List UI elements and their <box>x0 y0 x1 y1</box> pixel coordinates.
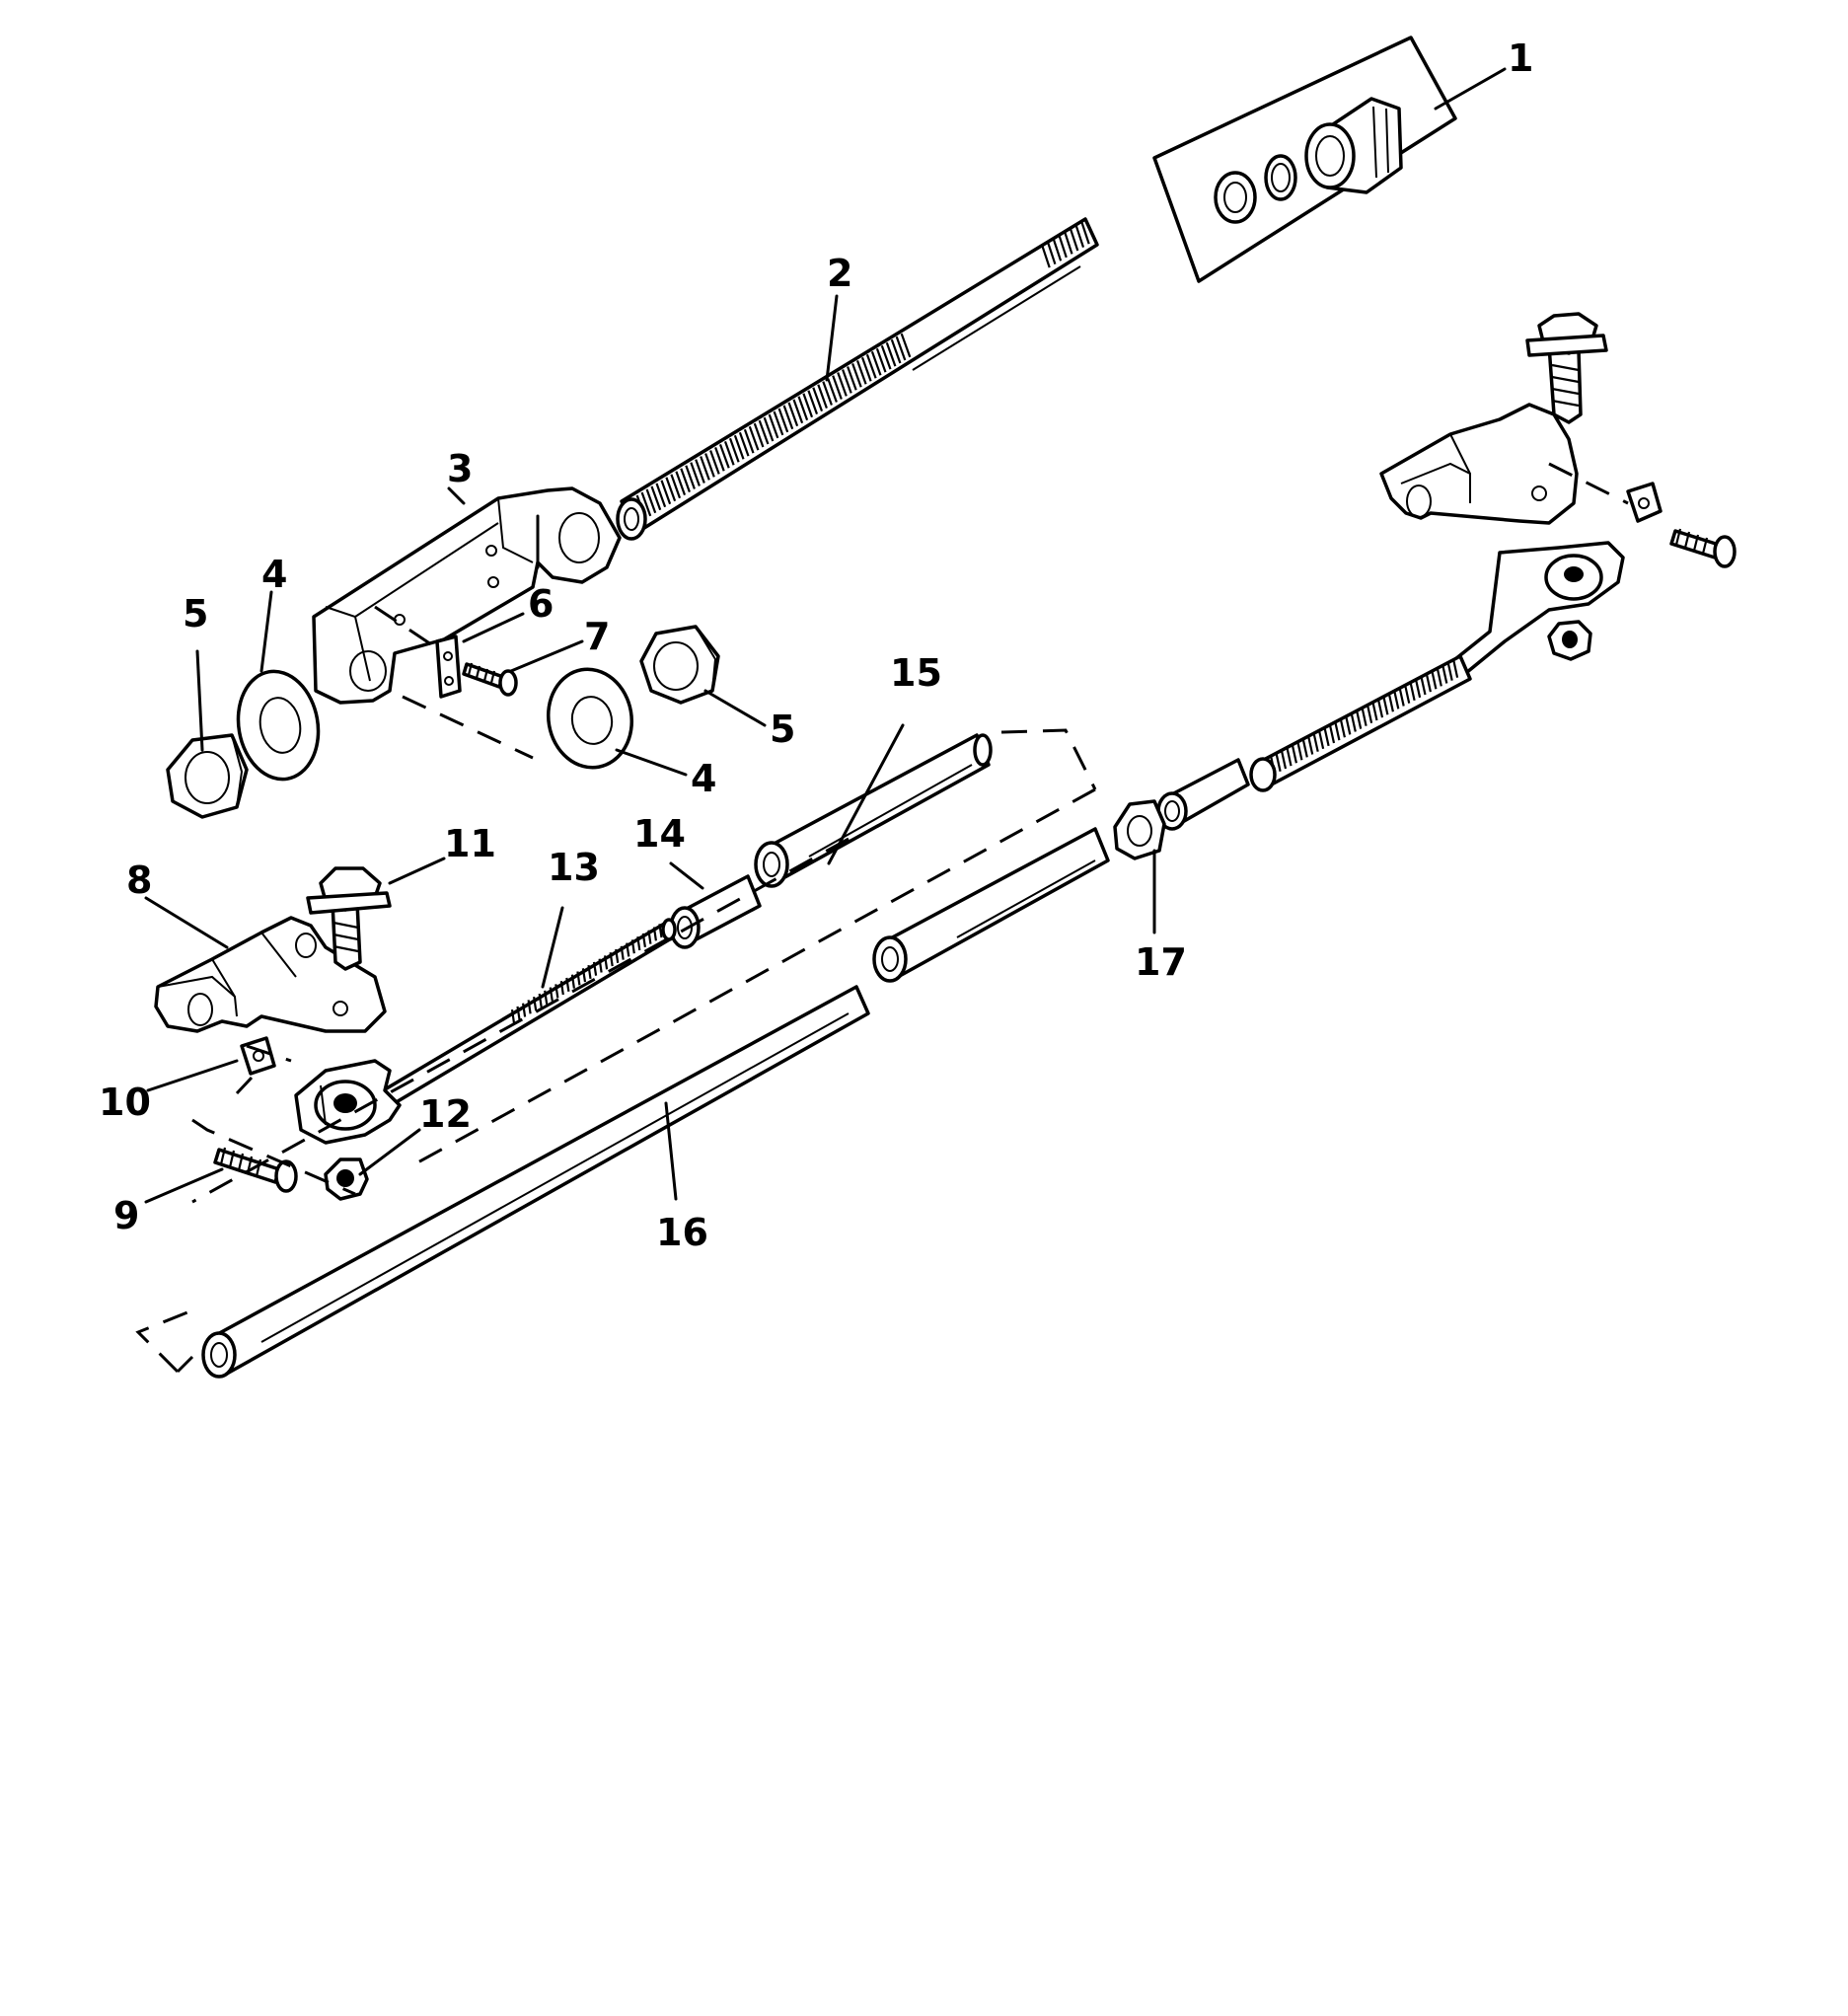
callout-6: 6 <box>528 582 554 626</box>
right-spacer <box>1156 758 1250 831</box>
part-16-short-tube <box>872 827 1110 983</box>
right-screw <box>1669 528 1737 568</box>
right-rod-nut <box>1547 620 1592 661</box>
part-13-threaded-rod <box>373 918 677 1112</box>
part-5-nut-left <box>166 733 249 819</box>
part-12-nut <box>324 1157 369 1201</box>
part-9-screw <box>213 1147 298 1193</box>
callout-7: 7 <box>584 615 610 658</box>
callout-16: 16 <box>656 1211 708 1254</box>
alignment-line-bracket <box>402 695 534 760</box>
part-7-screw <box>462 662 518 697</box>
kit-o-ring <box>1264 154 1297 201</box>
callout-2: 2 <box>827 252 852 295</box>
callout-10: 10 <box>99 1081 151 1124</box>
rod-2-threads-end <box>1041 221 1090 268</box>
right-mount-bracket <box>1379 403 1579 525</box>
part-6-clip <box>435 635 462 699</box>
part-8-mount-bracket <box>154 916 387 1033</box>
alignment-line-bracket-2 <box>374 605 435 648</box>
callout-1: 1 <box>1508 37 1533 80</box>
callout-8: 8 <box>126 859 152 902</box>
part-4-washer-left <box>236 669 321 782</box>
callout-9: 9 <box>113 1194 139 1237</box>
callout-15: 15 <box>890 651 942 695</box>
part-11-bolt <box>306 866 392 971</box>
part-10-square-nut <box>240 1036 276 1076</box>
callout-13: 13 <box>548 846 600 889</box>
callout-labels: 1 2 3 4 4 5 5 6 7 8 9 10 11 12 13 14 15 … <box>99 37 1533 1254</box>
part-5-nut-right <box>639 625 720 705</box>
right-mount-bolt <box>1525 312 1608 424</box>
callout-17: 17 <box>1135 940 1187 984</box>
right-rod-end <box>1439 541 1625 688</box>
callout-12: 12 <box>419 1092 472 1136</box>
part-15-tube <box>754 733 993 888</box>
rod-2-threads-main <box>630 333 912 523</box>
part-17-nut <box>1113 799 1166 860</box>
rod-end-left <box>294 1059 402 1145</box>
alignment-line-right <box>1548 462 1629 505</box>
callout-5-left: 5 <box>183 592 208 635</box>
right-threaded-rod <box>1249 654 1472 792</box>
part-16-long-tube <box>201 985 870 1379</box>
kit-bushing <box>1214 171 1257 224</box>
part-3-bracket <box>312 486 622 705</box>
assembly-dashed-lines <box>135 728 1097 1374</box>
part-14-spacer <box>669 874 762 949</box>
callout-11: 11 <box>444 822 496 865</box>
part-4-washer-right <box>546 667 634 770</box>
part-2-threaded-rod <box>616 217 1099 541</box>
kit-nut <box>1304 97 1403 194</box>
callout-14: 14 <box>633 812 686 856</box>
callout-5-right: 5 <box>770 708 795 751</box>
part-1-fitting-kit <box>1152 36 1457 283</box>
callout-4-lower: 4 <box>691 757 716 800</box>
leader-lines <box>144 67 1507 1204</box>
callout-3: 3 <box>447 447 473 490</box>
callout-4-upper: 4 <box>261 553 287 596</box>
right-square-nut <box>1626 482 1663 523</box>
